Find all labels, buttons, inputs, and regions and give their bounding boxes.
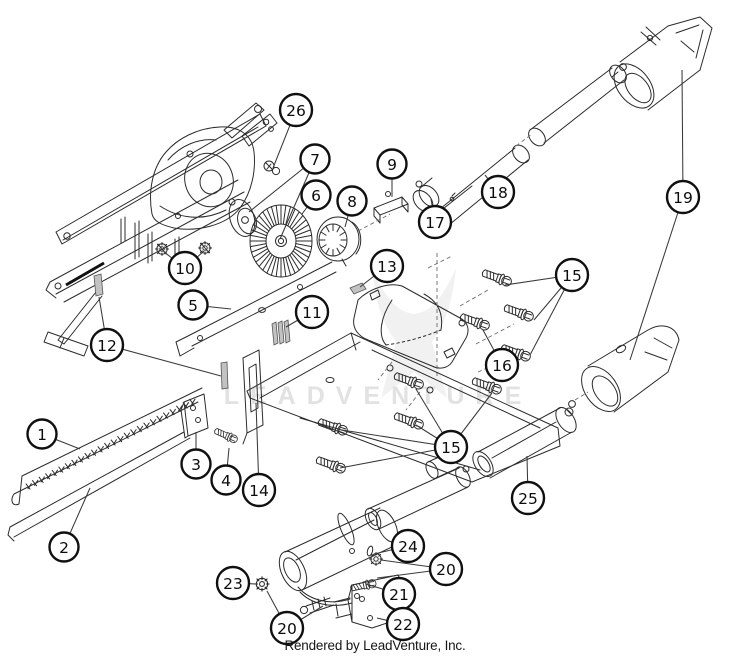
upper-tubes	[373, 16, 713, 238]
callout-20b[interactable]: 20	[428, 551, 464, 587]
screws	[314, 266, 536, 476]
svg-text:20: 20	[277, 620, 297, 638]
screw-15-2	[502, 301, 536, 324]
svg-text:22: 22	[393, 616, 413, 634]
svg-text:11: 11	[302, 304, 322, 322]
callout-2[interactable]: 2	[48, 531, 80, 563]
svg-text:1: 1	[37, 426, 47, 444]
callout-1[interactable]: 1	[26, 418, 58, 450]
svg-text:4: 4	[221, 472, 231, 490]
callout-19[interactable]: 19	[665, 179, 701, 215]
clutch-8	[316, 216, 362, 267]
blade-teeth	[25, 398, 196, 490]
bolt-26	[263, 160, 281, 176]
callout-13[interactable]: 13	[369, 248, 405, 284]
svg-text:5: 5	[188, 297, 198, 315]
svg-text:10: 10	[175, 260, 195, 278]
bottom-assembly	[254, 465, 471, 629]
callout-8[interactable]: 8	[336, 185, 368, 217]
callout-17[interactable]: 17	[417, 204, 453, 240]
watermark-logo	[372, 268, 456, 398]
callout-21[interactable]: 21	[381, 576, 417, 612]
svg-text:26: 26	[286, 102, 306, 120]
screw-15-7	[314, 453, 348, 476]
coupler-19-bottom	[564, 325, 680, 417]
brush-wheel-6	[249, 204, 313, 278]
svg-text:20: 20	[436, 561, 456, 579]
ribbed-block-11	[271, 319, 291, 346]
callout-3[interactable]: 3	[180, 448, 212, 480]
callout-24[interactable]: 24	[390, 528, 426, 564]
callout-14[interactable]: 14	[241, 472, 277, 508]
pin-12b	[220, 361, 229, 390]
callout-6[interactable]: 6	[300, 179, 332, 211]
svg-text:9: 9	[387, 156, 397, 174]
svg-text:15: 15	[562, 267, 582, 285]
svg-text:21: 21	[389, 586, 409, 604]
callout-23[interactable]: 23	[215, 565, 251, 601]
svg-text:14: 14	[249, 482, 269, 500]
svg-text:24: 24	[398, 538, 418, 556]
grip-and-coupler	[472, 325, 680, 479]
callout-12[interactable]: 12	[89, 327, 125, 363]
callout-11[interactable]: 11	[294, 294, 330, 330]
washer-24	[366, 545, 374, 557]
svg-text:18: 18	[488, 184, 508, 202]
svg-text:12: 12	[97, 337, 117, 355]
gear-housing-assembly	[43, 102, 281, 390]
callout-25[interactable]: 25	[510, 480, 546, 516]
cover-13	[349, 213, 469, 378]
callout-7[interactable]: 7	[299, 143, 331, 175]
svg-text:7: 7	[310, 151, 320, 169]
screw-16	[458, 310, 492, 333]
callout-22[interactable]: 22	[385, 606, 421, 642]
callout-9[interactable]: 9	[376, 148, 408, 180]
callout-18[interactable]: 18	[480, 174, 516, 210]
callout-15a[interactable]: 15	[554, 257, 590, 293]
svg-text:6: 6	[311, 187, 321, 205]
svg-text:3: 3	[191, 456, 201, 474]
watermark: LEADVENTURE	[224, 268, 521, 410]
callout-5[interactable]: 5	[177, 289, 209, 321]
barb-fitting-20	[299, 596, 335, 615]
coupler-19-top	[613, 16, 713, 111]
callout-20a[interactable]: 20	[269, 610, 305, 646]
callout-4[interactable]: 4	[210, 464, 242, 496]
svg-text:15: 15	[441, 439, 461, 457]
svg-text:13: 13	[377, 258, 397, 276]
svg-text:8: 8	[347, 193, 357, 211]
footer-credit: Rendered by LeadVenture, Inc.	[284, 638, 466, 653]
leader-lines	[41, 69, 684, 629]
callout-16[interactable]: 16	[484, 347, 520, 383]
svg-text:19: 19	[673, 189, 693, 207]
pin-12a	[93, 273, 104, 297]
callout-26[interactable]: 26	[278, 92, 314, 128]
svg-text:2: 2	[59, 539, 69, 557]
drive-parts	[155, 199, 362, 278]
svg-text:25: 25	[518, 490, 538, 508]
blade-and-guard	[7, 261, 337, 542]
callout-10[interactable]: 10	[167, 250, 203, 286]
svg-text:16: 16	[492, 357, 512, 375]
svg-text:17: 17	[425, 214, 445, 232]
svg-text:23: 23	[223, 575, 243, 593]
callout-15b[interactable]: 15	[433, 429, 469, 465]
